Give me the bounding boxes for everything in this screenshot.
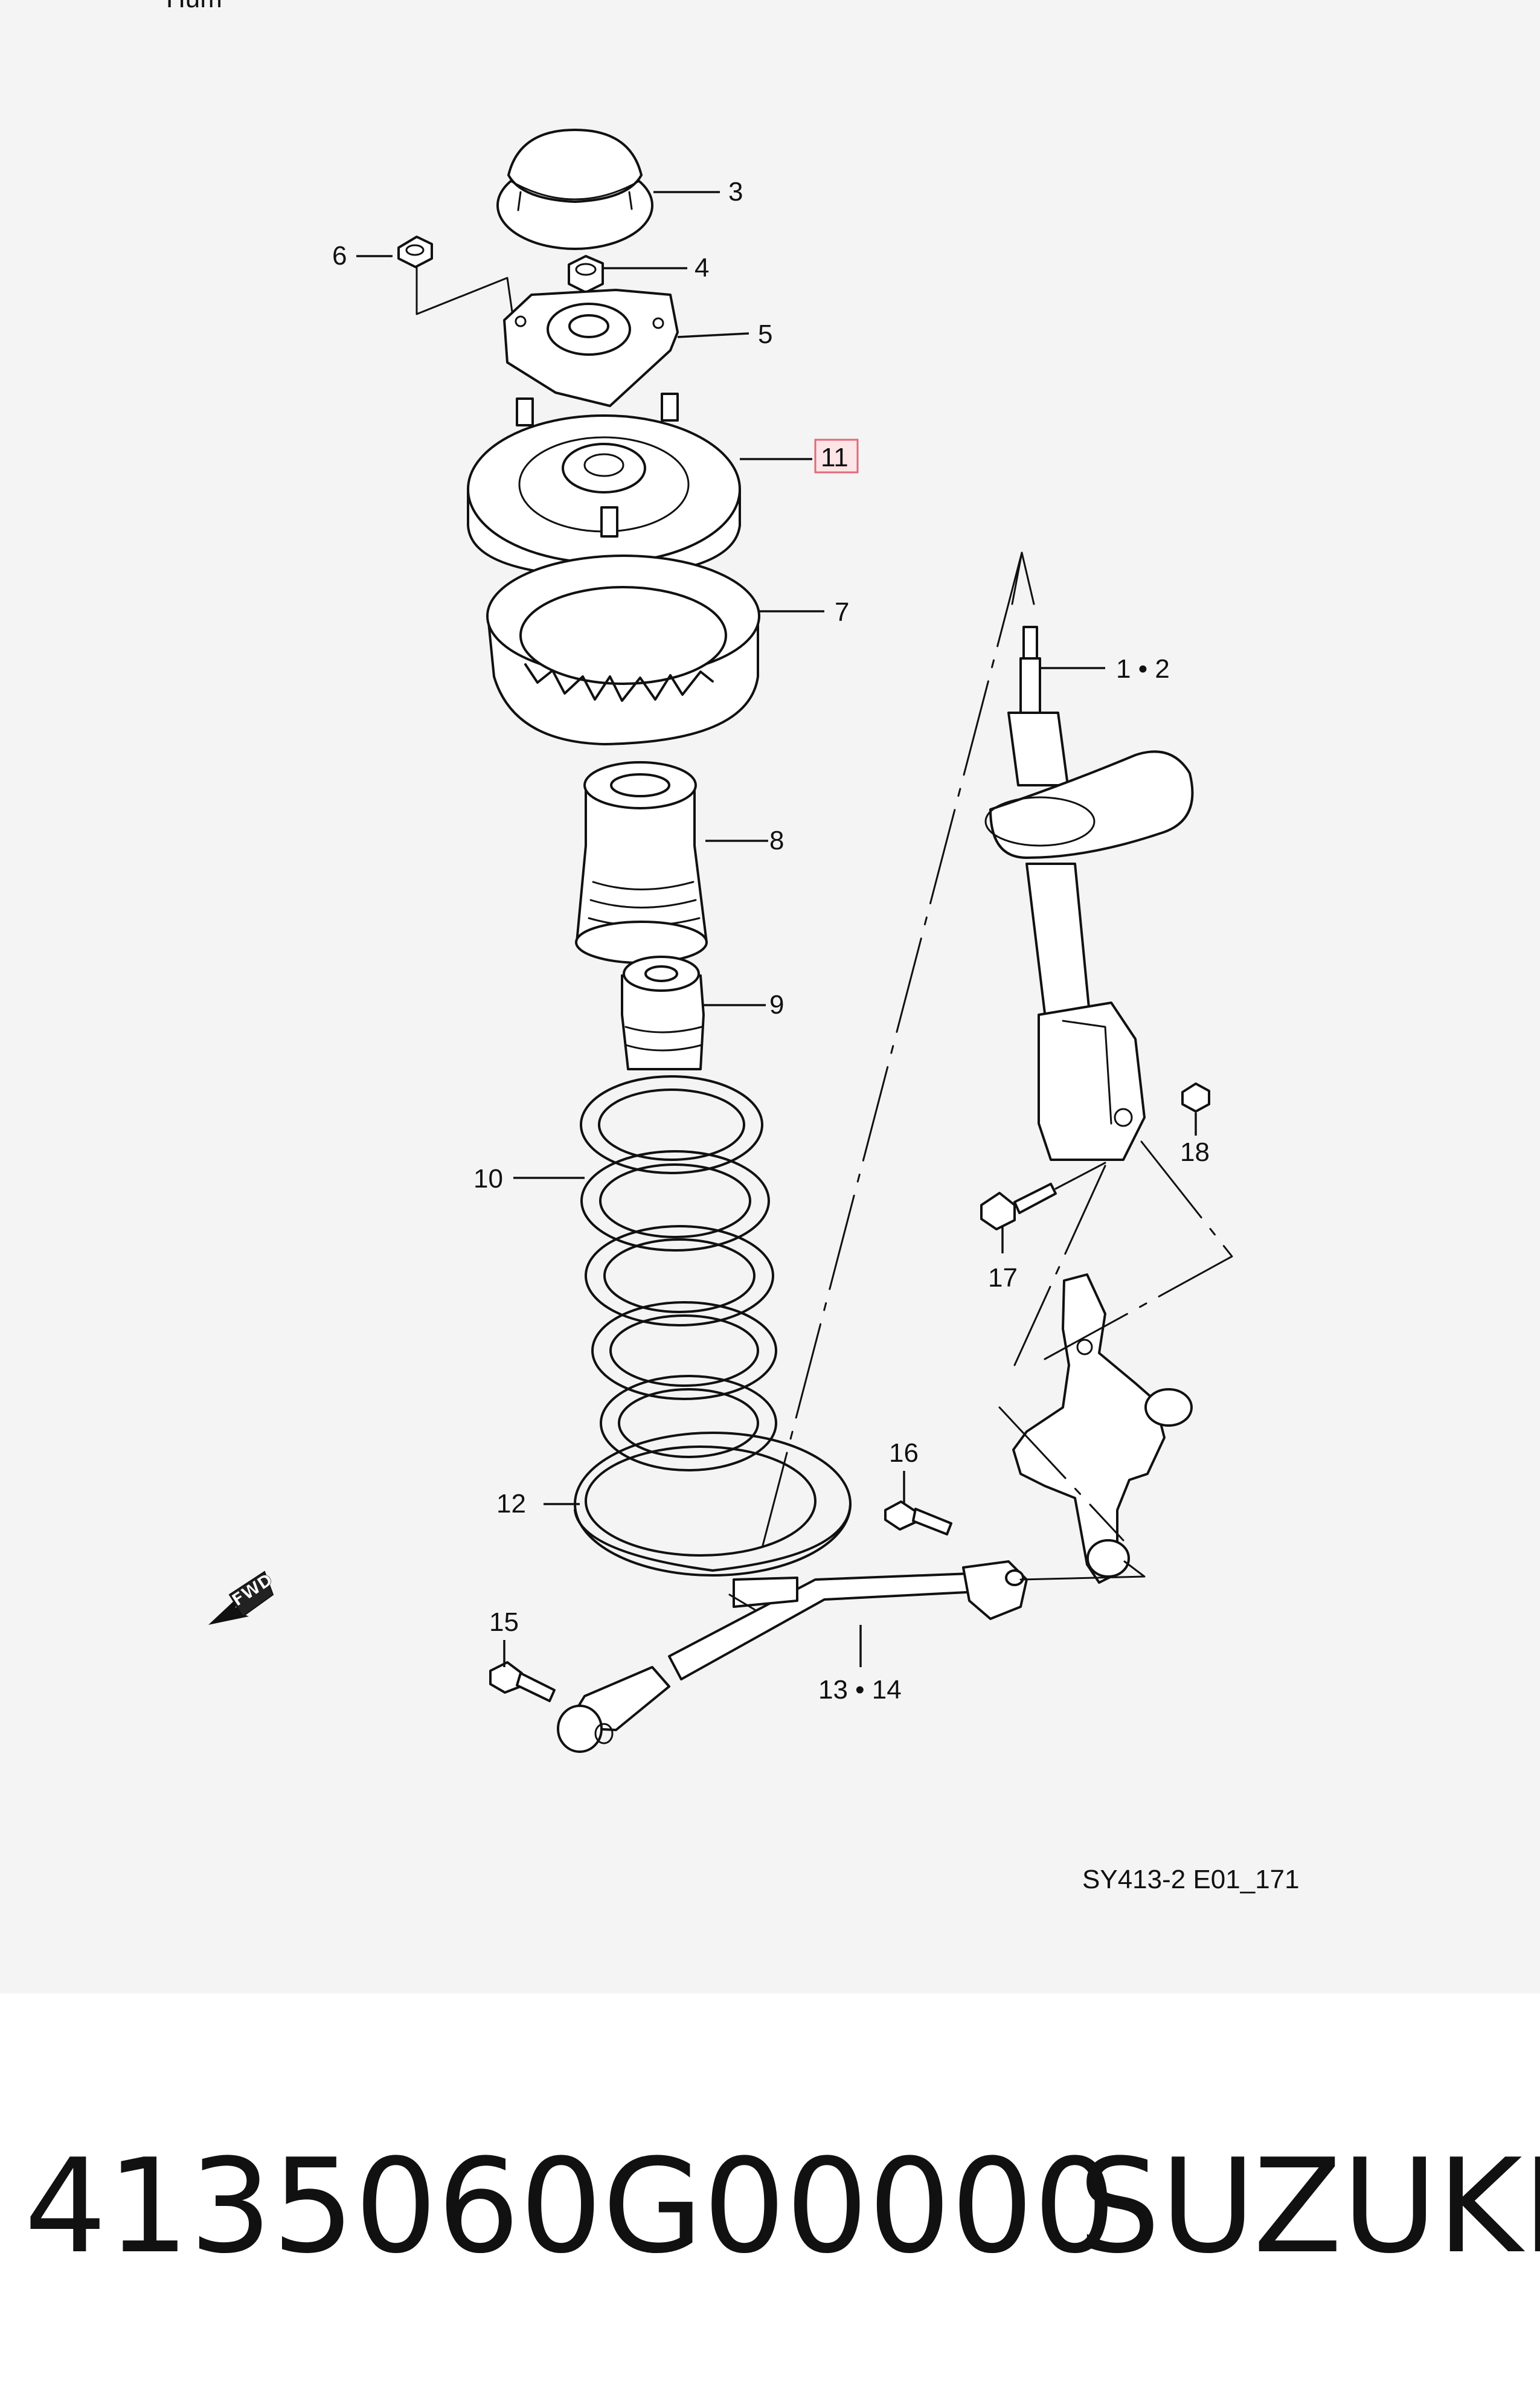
part-6-nut <box>397 236 515 321</box>
callout-18: 18 <box>1180 1137 1210 1167</box>
callout-7: 7 <box>835 597 849 627</box>
highlight-box-11 <box>814 439 859 474</box>
callout-10: 10 <box>473 1164 503 1194</box>
part-8-boot <box>575 761 708 964</box>
diagram-panel: Hum <box>0 0 1540 1993</box>
drawing-code: SY413-2 E01_171 <box>1082 1865 1300 1894</box>
brand-name: SUZUKI <box>1078 2130 1540 2282</box>
fwd-arrow-icon: FWD <box>208 1569 277 1625</box>
part-1-2-strut <box>984 626 1194 1161</box>
callout-labels: 3 6 4 5 11 7 1 • 2 8 9 10 18 17 16 12 15… <box>332 177 1300 1894</box>
part-3-cap <box>496 129 653 250</box>
part-5-mount-plate <box>503 289 679 407</box>
part-9-bump-stop <box>621 956 705 1070</box>
callout-4: 4 <box>695 253 709 283</box>
callout-16: 16 <box>889 1438 919 1468</box>
callout-1-2: 1 • 2 <box>1116 654 1170 684</box>
dashed-guide-lines <box>760 551 1233 1554</box>
part-16-bolt <box>884 1500 952 1535</box>
part-10-coil-spring <box>580 1075 777 1471</box>
callout-17: 17 <box>988 1263 1018 1293</box>
part-7-spring-seat <box>486 555 760 745</box>
callout-6: 6 <box>332 241 347 271</box>
leader-lines <box>356 191 1197 1667</box>
callout-15: 15 <box>489 1607 519 1637</box>
callout-5: 5 <box>758 320 772 349</box>
callout-9: 9 <box>769 990 784 1020</box>
callout-3: 3 <box>728 177 743 207</box>
callout-13-14: 13 • 14 <box>818 1675 902 1705</box>
callout-8: 8 <box>769 826 784 855</box>
knuckle <box>1012 1273 1193 1584</box>
part-15-bolt <box>489 1661 556 1702</box>
exploded-parts-diagram: Hum <box>166 0 1300 1894</box>
part-18-nut <box>1181 1082 1210 1113</box>
header-fragment: Hum <box>166 0 222 13</box>
part-11-upper-mount <box>467 393 741 578</box>
callout-11: 11 <box>821 443 849 472</box>
part-4-nut <box>568 255 604 294</box>
part-13-14-lateral-rod <box>557 1560 1146 1753</box>
part-number: 4135060G00000 <box>24 2130 1117 2282</box>
part-17-bolt <box>980 1162 1106 1230</box>
callout-12: 12 <box>496 1489 526 1519</box>
